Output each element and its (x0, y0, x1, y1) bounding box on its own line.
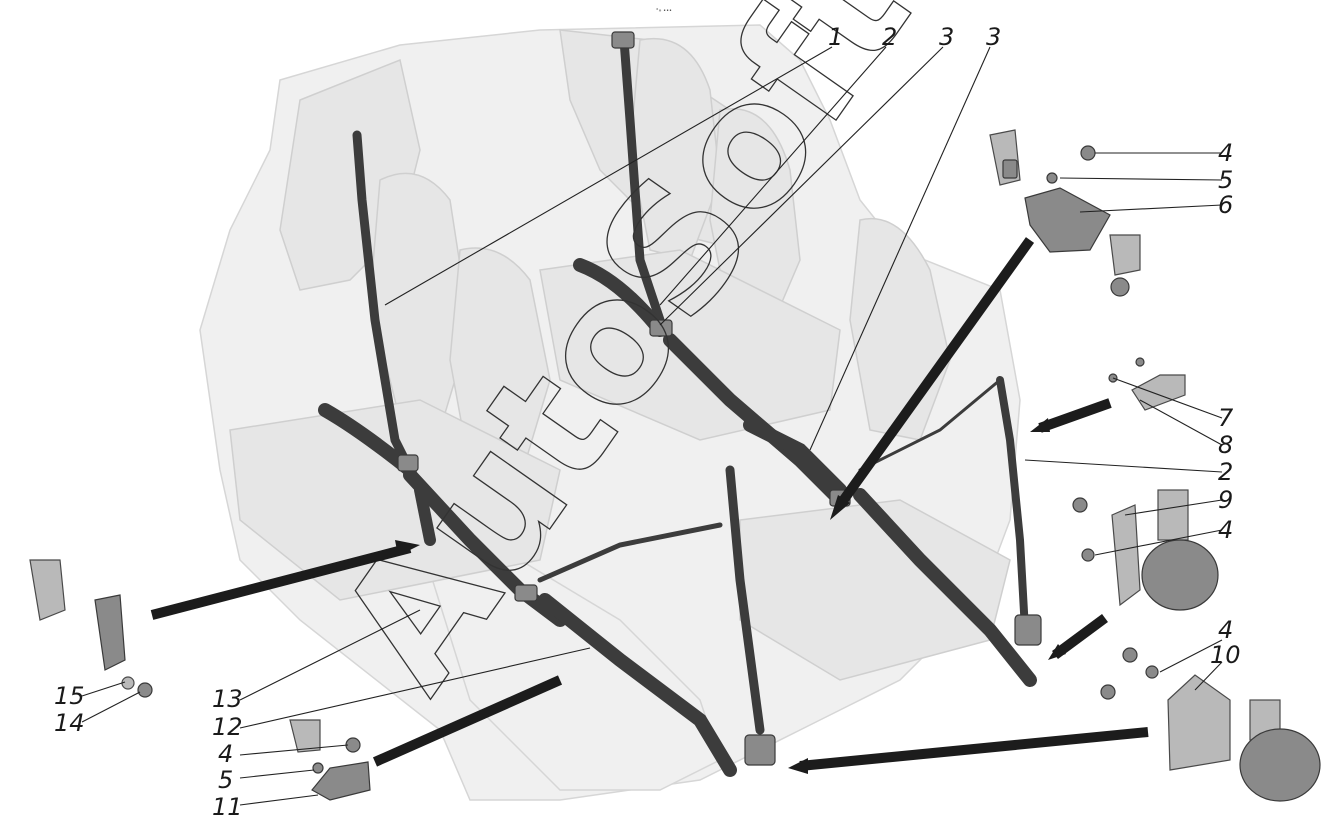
callout-4-c: 4 (1218, 616, 1233, 644)
belt-center (573, 35, 847, 735)
callout-11: 11 (212, 793, 243, 821)
rear-seat-right (539, 37, 1011, 681)
callout-9: 9 (1218, 486, 1233, 514)
callout-13: 13 (212, 685, 243, 713)
callout-6: 6 (1218, 191, 1233, 219)
callout-3-right: 3 (986, 23, 1001, 51)
callout-1: 1 (828, 23, 843, 51)
callout-4-d: 4 (218, 740, 233, 768)
callout-15: 15 (54, 682, 85, 710)
buckles (397, 31, 1042, 766)
parts-group-right-7-8 (1108, 357, 1186, 411)
callout-4-b: 4 (1218, 516, 1233, 544)
callout-5-b: 5 (218, 766, 233, 794)
callout-3-left: 3 (939, 23, 954, 51)
callout-10: 10 (1210, 641, 1241, 669)
leader-lines (81, 46, 1223, 806)
callout-2-right: 2 (1218, 458, 1233, 486)
callout-12: 12 (212, 713, 243, 741)
callout-7: 7 (1218, 404, 1234, 432)
callout-2-top: 2 (882, 23, 897, 51)
parts-group-top-right (989, 129, 1141, 297)
callout-14: 14 (54, 709, 85, 737)
parts-group-left-14-15 (29, 559, 153, 698)
callout-4-a: 4 (1218, 139, 1233, 167)
pointer-arrows (150, 237, 1149, 774)
parts-group-right-9 (1072, 489, 1219, 611)
parts-group-bottom-left (289, 719, 371, 801)
callout-8: 8 (1218, 431, 1233, 459)
callout-labels: 1 2 3 3 4 5 6 7 8 2 9 4 4 10 15 14 13 12… (54, 23, 1241, 821)
callout-5-a: 5 (1218, 166, 1233, 194)
header-mark: °» ••• (656, 8, 672, 14)
belt-right (853, 376, 1037, 687)
parts-group-right-10 (1100, 647, 1321, 802)
